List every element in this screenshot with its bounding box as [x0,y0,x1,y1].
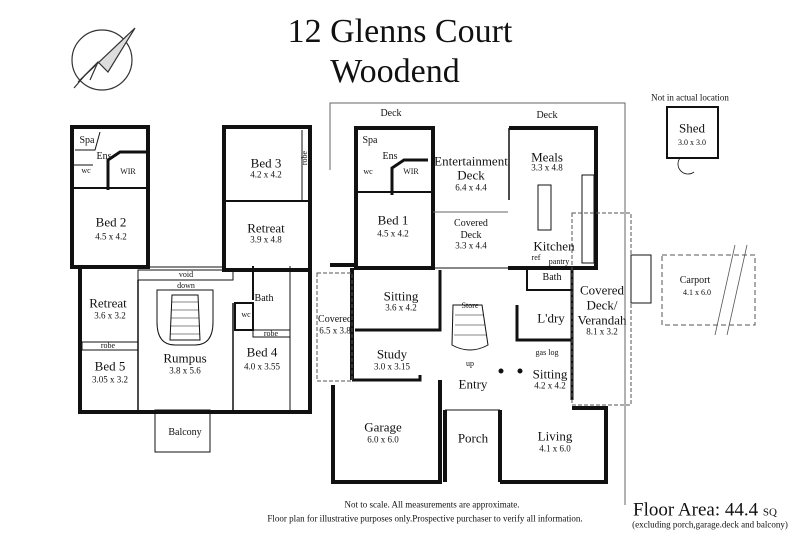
label-rumpus: Rumpus [163,350,207,366]
size-bed5: 3.05 x 3.2 [92,374,128,385]
label-bed2: Bed 2 [95,214,127,230]
label-up: up [466,359,474,368]
title-line-1: 12 Glenns Court [287,13,513,50]
ground-floor [316,102,652,505]
size-bed4: 4.0 x 3.55 [244,361,280,372]
label-bath-ground: Bath [542,272,562,283]
size-bed1: 4.5 x 4.2 [377,228,409,239]
label-robe-bed3: robe [300,150,309,166]
label-robe-bed4: robe [263,329,279,338]
label-verandah-3: Verandah [577,312,627,328]
label-laundry: L'dry [537,310,565,326]
label-balcony: Balcony [168,427,202,438]
size-living: 4.1 x 6.0 [539,443,571,454]
size-shed: 3.0 x 3.0 [678,138,706,147]
label-pantry: pantry [548,257,570,266]
label-deck-right: Deck [536,110,558,121]
disclaimer-line-1: Not to scale. All measurements are appro… [344,499,520,510]
label-carport: Carport [679,275,711,286]
label-gas-log: gas log [535,348,559,357]
label-covered-deck-2: Deck [460,230,482,241]
label-bath-upper: Bath [254,293,274,304]
label-wc-ground: wc [363,167,373,176]
label-wir-upper: WIR [120,167,136,176]
label-kitchen: Kitchen [533,238,575,254]
label-retreat-left: Retreat [89,295,127,311]
size-retreat-right: 3.9 x 4.8 [250,234,282,245]
size-entertainment-deck: 6.4 x 4.4 [455,182,487,193]
label-garage: Garage [364,419,402,435]
label-wc-upper: wc [81,166,91,175]
label-store: Store [461,301,479,310]
label-robe-bed5: robe [100,341,116,350]
label-living: Living [537,428,573,444]
shed-outline [666,106,719,159]
size-retreat-left: 3.6 x 3.2 [94,310,126,321]
size-rumpus: 3.8 x 5.6 [169,365,201,376]
size-bed2: 4.5 x 4.2 [95,231,127,242]
size-covered-side: 6.5 x 3.8 [319,325,351,336]
label-deck-left: Deck [380,108,402,119]
label-meals: Meals [531,149,563,165]
label-not-in-location: Not in actual location [651,92,729,103]
label-retreat-right: Retreat [247,220,285,236]
upper-floor [70,125,312,453]
label-ens-ground: Ens [382,151,398,162]
size-verandah: 8.1 x 3.2 [586,326,618,337]
label-wir-ground: WIR [403,167,419,176]
label-study: Study [376,346,408,362]
label-down: down [177,281,195,290]
floor-area: Floor Area: 44.4 SQ [633,501,777,520]
floor-area-unit: SQ [762,506,777,519]
label-verandah-2: Deck/ [586,297,618,313]
label-ens-upper: Ens [96,151,112,162]
label-covered-deck-1: Covered [454,218,488,229]
label-entry: Entry [458,376,488,392]
size-carport: 4.1 x 6.0 [683,288,711,297]
label-ref: ref [531,253,541,262]
size-sitting-right: 4.2 x 4.2 [534,380,566,391]
title-line-2: Woodend [330,53,460,90]
carport-outline [661,254,756,326]
floor-area-value: Floor Area: 44.4 [633,499,759,521]
label-spa-upper: Spa [79,135,95,146]
label-sitting-right: Sitting [532,366,568,382]
floor-area-note: (excluding porch,garage.deck and balcony… [632,519,788,530]
label-bed5: Bed 5 [94,358,126,374]
label-covered-side: Covered [318,314,352,325]
label-wc2-upper: wc [241,310,251,319]
size-study: 3.0 x 3.15 [374,361,410,372]
size-sitting-left: 3.6 x 4.2 [385,302,417,313]
label-bed3: Bed 3 [250,155,282,171]
label-spa-ground: Spa [362,135,378,146]
label-verandah-1: Covered [579,282,625,298]
label-entertainment-deck-2: Deck [457,167,485,183]
label-bed1: Bed 1 [377,212,409,228]
label-sitting-left: Sitting [383,288,419,304]
size-covered-deck: 3.3 x 4.4 [455,240,487,251]
label-void: void [178,270,194,279]
size-meals: 3.3 x 4.8 [531,162,563,173]
size-bed3: 4.2 x 4.2 [250,169,282,180]
disclaimer-line-2: Floor plan for illustrative purposes onl… [267,513,583,524]
paper-plane-compass-logo [71,27,136,91]
label-bed4: Bed 4 [246,344,278,360]
label-entertainment-deck-1: Entertainment [434,153,508,169]
label-shed: Shed [679,120,705,136]
size-garage: 6.0 x 6.0 [367,434,399,445]
label-porch: Porch [457,430,489,446]
